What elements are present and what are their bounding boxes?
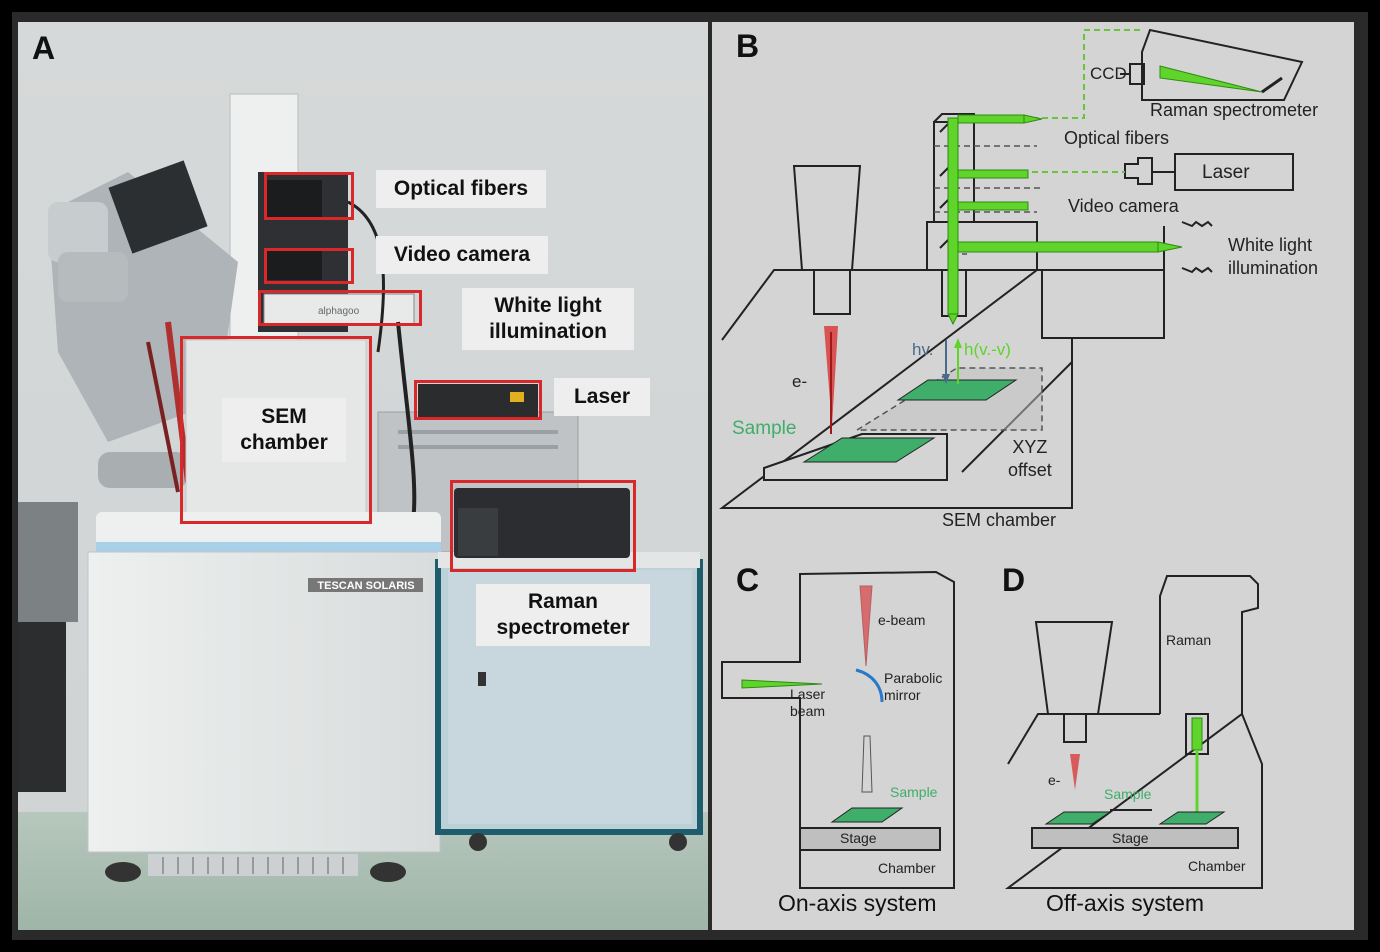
schematics-svg (719, 28, 1304, 889)
label-electron-d: e- (1048, 772, 1061, 788)
label-sample-c: Sample (890, 784, 938, 800)
panel-c-letter: C (736, 562, 760, 598)
highlight-laser (414, 380, 542, 420)
label-chamber-c: Chamber (878, 860, 936, 876)
label-stage-c: Stage (840, 830, 877, 846)
label-hv: hv. (912, 340, 934, 359)
highlight-raman (450, 480, 636, 572)
label-hv-shift: h(v.-v) (964, 340, 1011, 359)
raman-spectrometer-outline (1141, 28, 1304, 101)
panel-bcd-schematics: B C D CCD Raman spectrometer Optical fib… (712, 22, 1354, 930)
highlight-video-camera (264, 248, 354, 284)
label-optical-fibers-b: Optical fibers (1064, 128, 1170, 148)
highlight-white-light (258, 290, 422, 326)
label-laser-b: Laser (1202, 162, 1250, 183)
label-video-camera: Video camera (376, 236, 548, 274)
panel-d-letter: D (1002, 562, 1026, 598)
panel-a-letter: A (32, 30, 56, 66)
label-ebeam-c: e-beam (878, 612, 926, 628)
label-sample-d: Sample (1104, 786, 1152, 802)
device-brand-text: alphagoo (318, 306, 360, 317)
label-sample-b: Sample (732, 418, 797, 439)
label-electron-b: e- (792, 372, 808, 391)
label-sem-chamber-b: SEM chamber (942, 510, 1057, 530)
label-laser: Laser (554, 378, 650, 416)
tescan-brand: TESCAN SOLARIS (317, 580, 414, 592)
label-ccd: CCD (1090, 64, 1127, 83)
label-chamber-d: Chamber (1188, 858, 1246, 874)
label-stage-d: Stage (1112, 830, 1149, 846)
label-video-camera-b: Video camera (1068, 196, 1179, 216)
highlight-optical-fibers (264, 172, 354, 220)
label-raman-spectrometer-b: Raman spectrometer (1150, 100, 1319, 120)
caption-on-axis: On-axis system (778, 890, 937, 916)
label-raman-d: Raman (1166, 632, 1212, 648)
raman-module (1159, 575, 1259, 714)
highlight-sem-chamber (180, 336, 372, 524)
panel-a-photo: alphagoo TESCAN SOLARIS (18, 22, 708, 930)
panel-b-letter: B (736, 28, 760, 64)
label-optical-fibers: Optical fibers (376, 170, 546, 208)
caption-off-axis: Off-axis system (1046, 890, 1205, 916)
on-axis-chamber (721, 570, 955, 889)
electron-gun (792, 165, 862, 271)
